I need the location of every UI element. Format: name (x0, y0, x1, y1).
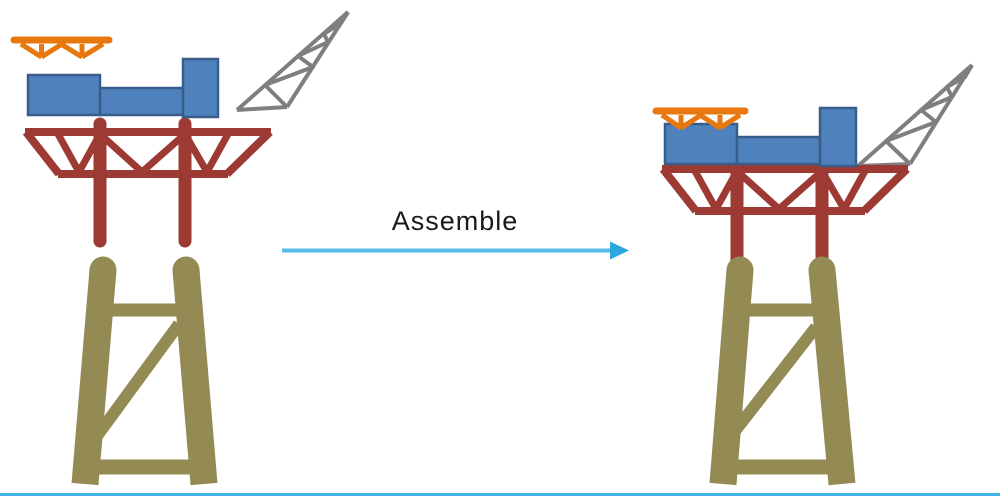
ground-cutoff (680, 487, 900, 493)
truss-diagonal (203, 132, 232, 174)
truss-diagonal (818, 169, 848, 211)
truss-diagonal (75, 132, 104, 174)
ground-cutoff (40, 487, 290, 493)
deck-block-left (26, 73, 102, 117)
crane-left-chord (856, 63, 974, 168)
truss-diagonal (139, 131, 188, 175)
truss-diagonal (691, 169, 720, 211)
truss-diagonal (776, 168, 825, 212)
arrow-head-icon (610, 241, 629, 260)
deck-block-middle (735, 135, 822, 166)
jacket-diagonal-brace (723, 323, 821, 444)
jacket-leg (709, 268, 754, 486)
jacket-diagonal-brace (92, 320, 184, 440)
truss-diagonal (840, 169, 869, 211)
helideck-truss (10, 36, 113, 60)
helideck-strut (80, 41, 105, 60)
truss-diagonal (734, 168, 782, 212)
disassembled-platform-figure (10, 10, 350, 486)
truss-end-slope (861, 166, 910, 214)
jacket-leg (71, 268, 117, 486)
topside-deck (663, 106, 858, 168)
crane-right-chord (908, 63, 974, 166)
jacket-foundation (71, 256, 218, 486)
assembled-platform-figure (652, 63, 974, 486)
truss-diagonal (97, 131, 145, 175)
helideck-strut (19, 41, 43, 60)
truss-diagonal (181, 132, 211, 174)
crane-base-chord (236, 105, 288, 112)
crane-boom (235, 10, 350, 112)
truss-end-slope (22, 129, 63, 177)
assemble-arrow (282, 241, 629, 260)
jacket-leg (172, 268, 218, 486)
deck-block-tall (818, 106, 858, 168)
topside-deck (26, 57, 220, 119)
truss-diagonal (54, 132, 83, 174)
helideck-strut (718, 112, 742, 131)
deck-support-truss (659, 161, 910, 273)
bottom-baseline (0, 493, 1000, 496)
truss-end-slope (659, 166, 700, 214)
helideck-truss (652, 107, 749, 131)
crane-boom (856, 63, 974, 168)
deck-block-left (663, 122, 739, 166)
helideck-strut (660, 112, 683, 131)
deck-block-tall (181, 57, 220, 119)
assemble-label: Assemble (391, 206, 519, 236)
jacket-leg (808, 268, 856, 486)
helideck-strut (59, 41, 84, 60)
crane-lattice-web (263, 10, 350, 109)
deck-support-truss (22, 117, 273, 248)
truss-end-slope (224, 129, 273, 177)
jacket-foundation (709, 256, 856, 486)
crane-lattice-web (884, 63, 974, 166)
helideck-strut (40, 41, 64, 60)
crane-right-chord (285, 10, 350, 109)
deck-block-middle (98, 86, 185, 117)
helideck-strut (679, 112, 703, 131)
helideck-strut (698, 112, 722, 131)
truss-diagonal (712, 169, 741, 211)
